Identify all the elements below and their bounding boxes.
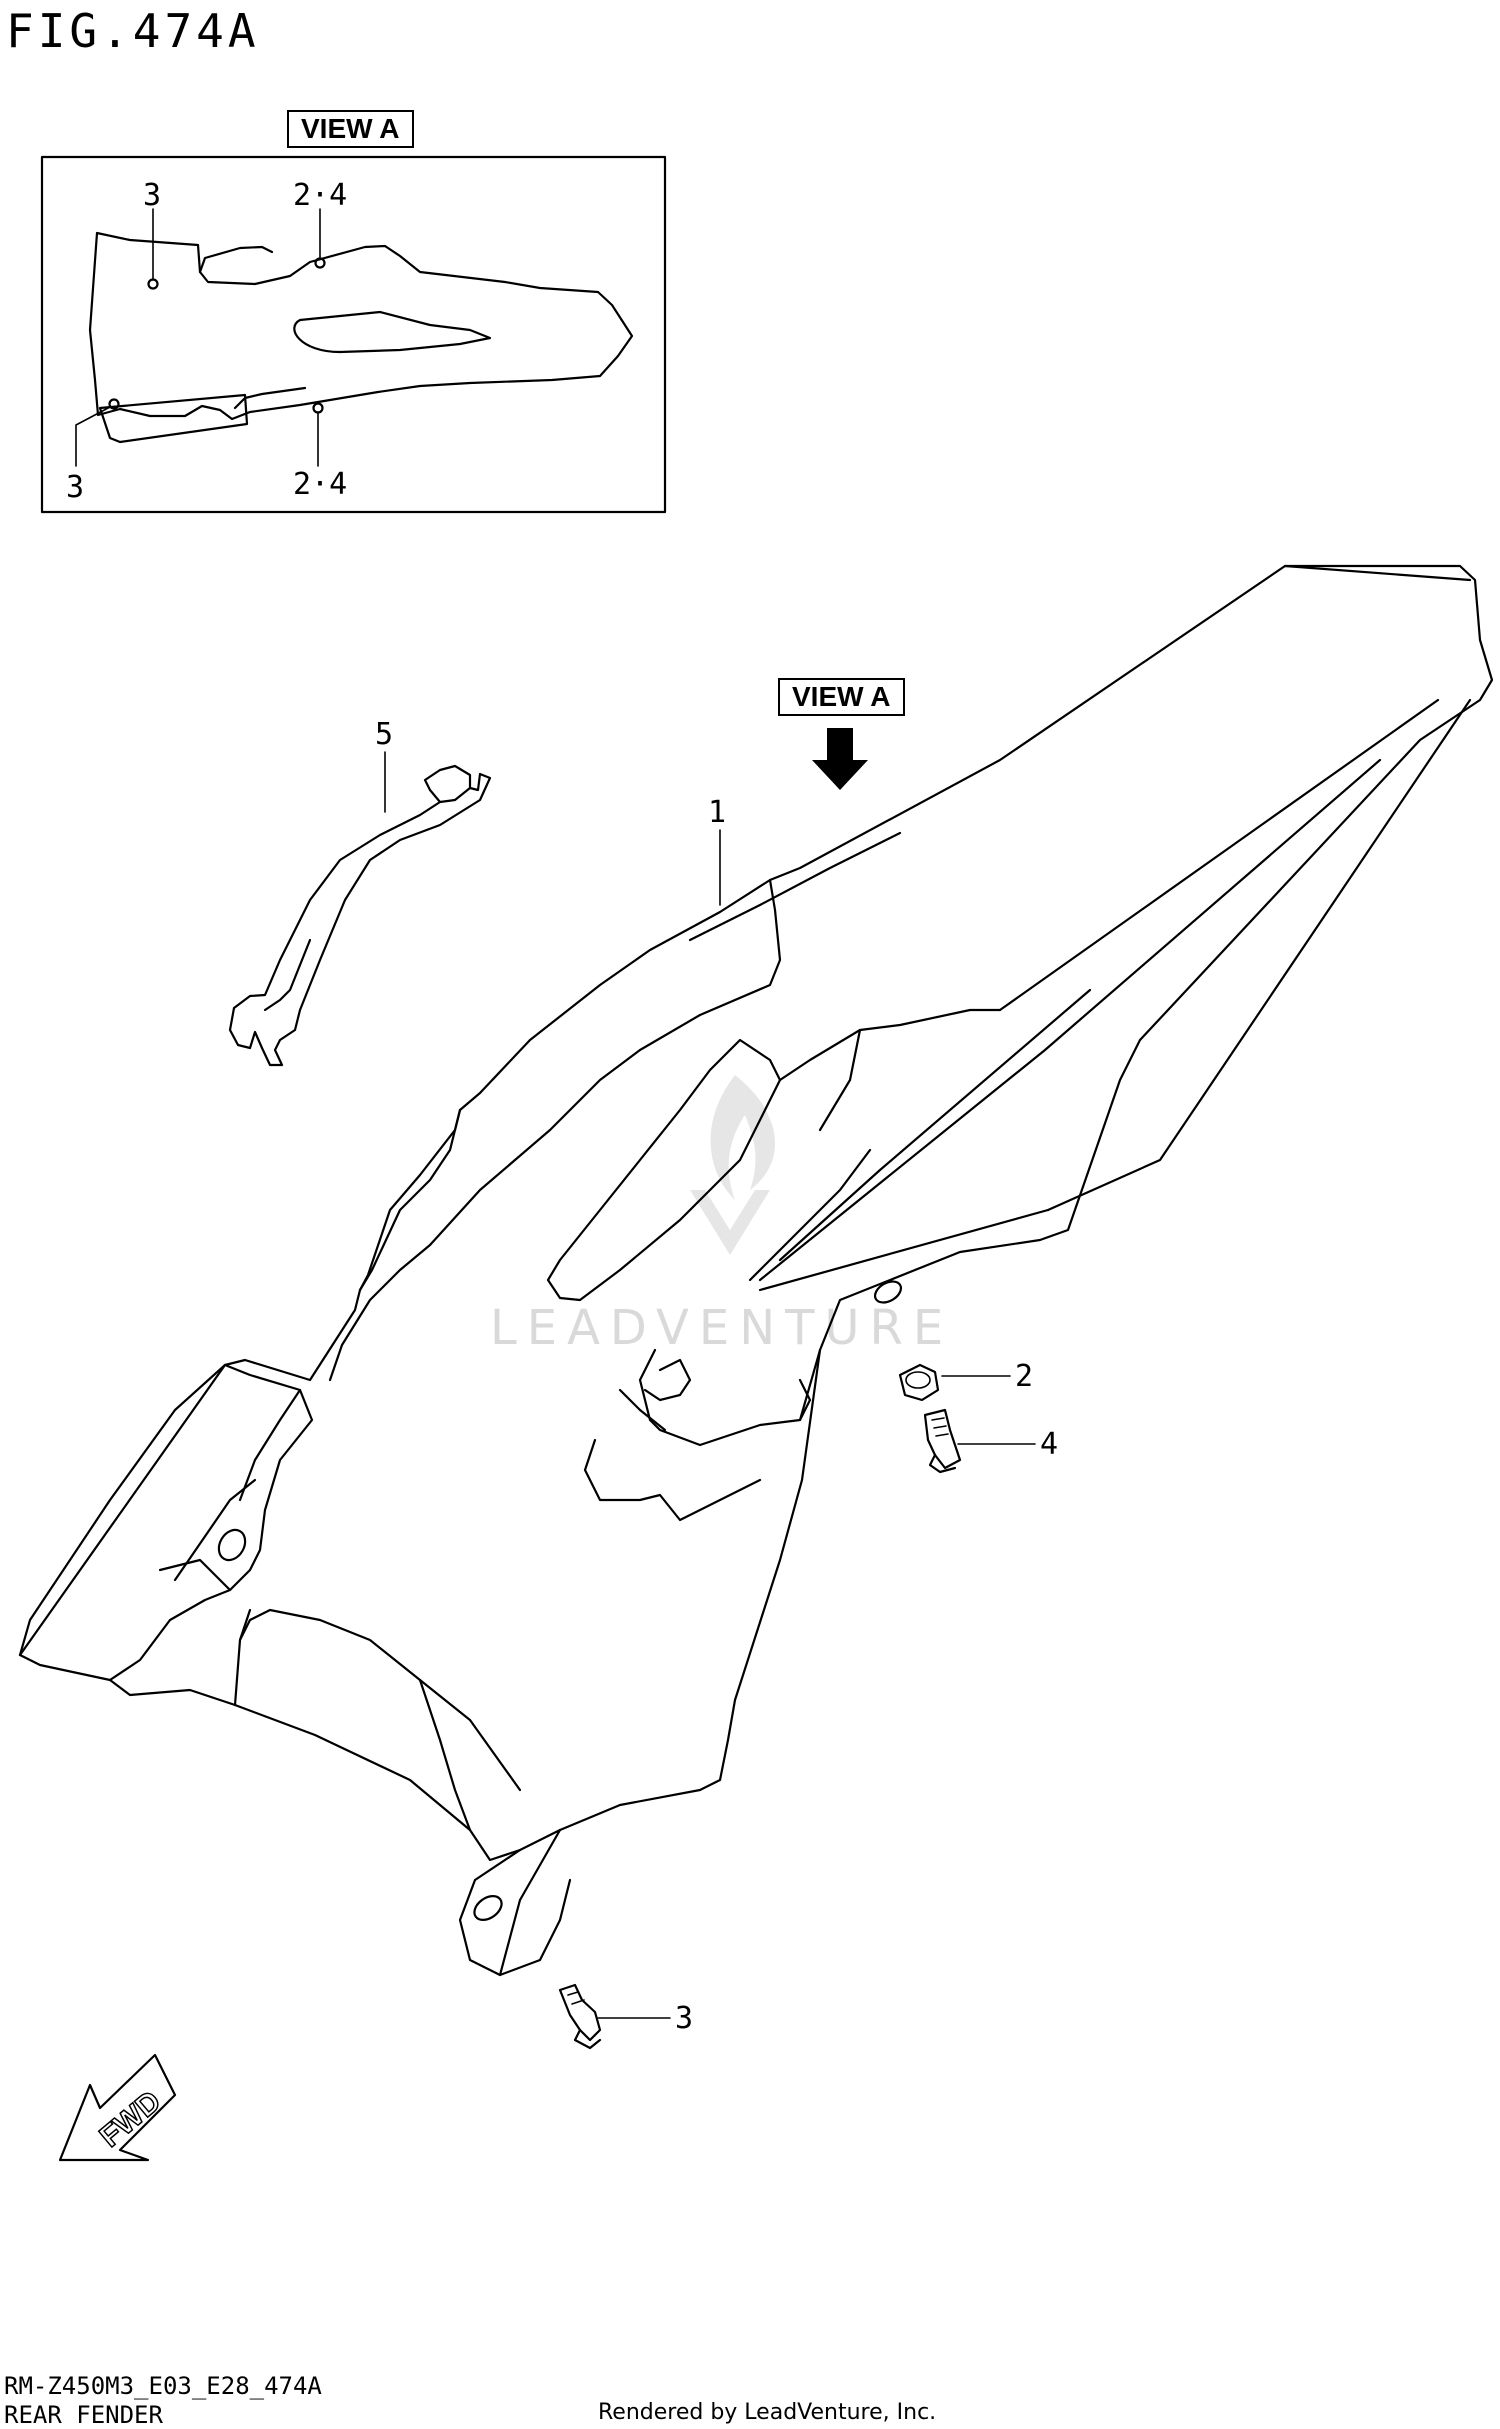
inset-view-a-tag: VIEW A — [287, 110, 414, 148]
bolt-part-4 — [923, 1408, 962, 1474]
model-code: RM-Z450M3_E03_E28_474A — [4, 2372, 322, 2400]
rendered-by: Rendered by LeadVenture, Inc. — [598, 2400, 937, 2425]
callout-2: 2 — [1015, 1359, 1033, 1394]
callout-3: 3 — [675, 2001, 693, 2036]
inset-callout-3-top: 3 — [143, 178, 161, 213]
inset-callout-2-4-bottom: 2·4 — [293, 467, 347, 502]
watermark-text: LEADVENTURE — [490, 1300, 954, 1356]
callout-1: 1 — [708, 795, 726, 830]
leadventure-logo-icon — [690, 1075, 776, 1255]
bolt-part-3 — [558, 1983, 602, 2050]
callout-5: 5 — [375, 717, 393, 752]
fwd-label: FWD — [94, 2085, 168, 2154]
inset-callout-2-4-top: 2·4 — [293, 178, 347, 213]
rear-fender-drawing — [18, 564, 1494, 1977]
nut-part — [898, 1363, 940, 1402]
callout-4: 4 — [1040, 1427, 1058, 1462]
view-a-tag: VIEW A — [778, 678, 905, 716]
figure-title: FIG.474A — [6, 4, 260, 58]
bracket-part — [228, 764, 492, 1067]
down-arrow-icon — [812, 728, 868, 790]
fwd-arrow-icon: FWD — [58, 2053, 177, 2162]
inset-view-a: 3 2·4 3 2·4 — [40, 155, 667, 514]
inset-callout-3-bottom: 3 — [66, 470, 84, 505]
section-name: REAR FENDER — [4, 2401, 163, 2429]
